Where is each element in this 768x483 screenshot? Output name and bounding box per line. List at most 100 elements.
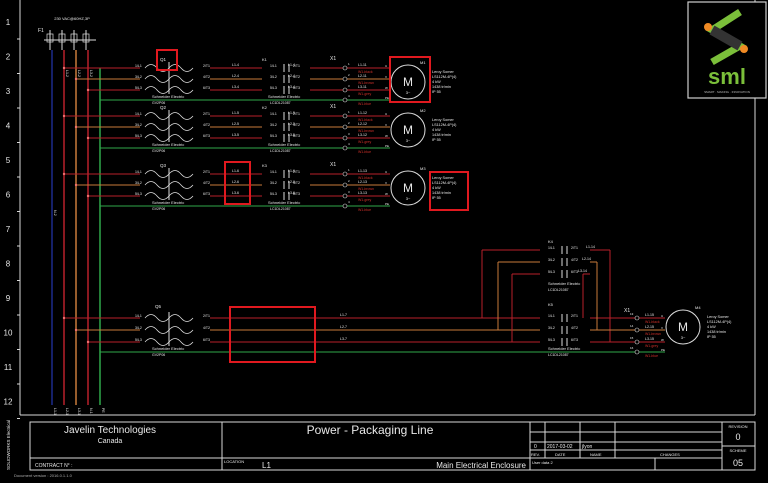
supply-fuse-label: F1: [38, 28, 44, 34]
motor-terminal: W: [385, 192, 388, 196]
motor-phase: 3~: [406, 90, 411, 95]
junction-dot: [74, 328, 78, 332]
motor-phase: 3~: [406, 138, 411, 143]
breaker-pole-icon: [144, 170, 194, 178]
motor-terminal: U: [385, 112, 387, 116]
wire-label: L1-12: [358, 111, 367, 115]
terminal-label: 1/L1: [135, 314, 142, 318]
contactor-make: Schneider Electric: [548, 281, 580, 286]
breaker-pole-icon: [144, 75, 194, 83]
fuse-icon: [46, 33, 54, 43]
terminal-icon: [634, 327, 640, 333]
terminal-label: 6/T3: [293, 192, 300, 196]
fuse-icon: [70, 33, 78, 43]
motor-symbol: M: [678, 320, 688, 334]
contactor-ref: LC1DL21087: [548, 353, 569, 357]
wire-label: L3-11: [358, 85, 367, 89]
revision-date: 2017-03-02: [547, 444, 573, 450]
revision-name: jlyon: [581, 444, 593, 450]
breaker-make: Schneider Electric: [152, 142, 184, 147]
header-date: DATE: [555, 452, 566, 457]
terminal-label: 3/L2: [135, 326, 142, 330]
terminal-label: 5/L3: [270, 86, 277, 90]
terminal-label: 6/T3: [293, 134, 300, 138]
wire-label: L3-6: [232, 191, 239, 195]
cable-label: W1-brown: [358, 81, 374, 85]
wire-label: L2-12: [358, 122, 367, 126]
terminal-number: 1: [348, 110, 350, 114]
motor-terminal: W: [385, 86, 388, 90]
bus-label: L2-1: [65, 408, 69, 415]
motor-spec: LS112M-4P(4): [432, 181, 457, 185]
breaker-pole-icon: [144, 326, 194, 334]
wire-label: L1-6: [232, 169, 239, 173]
terminal-label: 2/T1: [203, 64, 210, 68]
terminal-label: 4/T2: [293, 123, 300, 127]
terminal-label: 4/T2: [203, 75, 210, 79]
wiring: [17, 0, 756, 419]
row-number: 4: [6, 122, 11, 131]
motor-terminal: V: [661, 326, 663, 330]
wire-label: L2-13: [358, 180, 367, 184]
terminal-label: 3/L2: [270, 123, 277, 127]
contactor-ref: LC1DL21087: [270, 149, 291, 153]
terminal-icon: [342, 76, 348, 82]
breaker-tag: Q1: [160, 57, 167, 62]
bus-label: PE: [101, 408, 105, 413]
cable-label: W1-black: [645, 320, 660, 324]
bus-label: L3-1: [77, 408, 81, 415]
motor-terminal: PE: [385, 202, 389, 206]
components: [46, 33, 701, 355]
fuse-icon: [58, 33, 66, 43]
doc-version: Document version : 2016.0.1.1.0: [14, 473, 73, 478]
wire-label: L2-7: [340, 325, 347, 329]
motor-spec: 1438 tr/min: [432, 133, 451, 137]
cable-label: W1-grey: [645, 344, 658, 348]
row-number: 7: [6, 225, 11, 234]
motor-terminal: PE: [661, 348, 665, 352]
terminal-label: 6/T3: [203, 338, 210, 342]
terminal-label: 4/T2: [203, 123, 210, 127]
junction-dot: [86, 194, 90, 198]
motor-terminal: W: [661, 338, 664, 342]
terminal-label: 3/L2: [548, 326, 555, 330]
terminal-number: 2: [348, 73, 350, 77]
breaker-pole-icon: [144, 123, 194, 131]
terminal-label: 1/L1: [270, 64, 277, 68]
highlight-box: [156, 49, 178, 71]
location-value: L1: [262, 461, 271, 470]
row-number: 5: [6, 156, 11, 165]
breaker-ref: GV2P06: [152, 149, 165, 153]
terminal-strip-tag: X1: [624, 308, 630, 314]
terminal-label: 3/L2: [135, 181, 142, 185]
terminal-label: 2/T1: [571, 246, 578, 250]
wire-label: L2-15: [645, 325, 654, 329]
wire-label: L2-4: [232, 74, 239, 78]
terminal-label: 5/L3: [135, 338, 142, 342]
terminal-icon: [342, 145, 348, 151]
terminal-icon: [342, 113, 348, 119]
row-number: 3: [6, 87, 11, 96]
terminal-icon: [342, 65, 348, 71]
breaker-pole-icon: [144, 192, 194, 200]
bus-label: L1-1: [53, 408, 57, 415]
wire-label: L2-14: [582, 257, 591, 261]
highlight-box: [229, 306, 316, 363]
terminal-label: 5/L3: [135, 86, 142, 90]
cable-label: W1-black: [358, 176, 373, 180]
revision-number: 0: [534, 444, 537, 450]
motor-spec: 4 kW: [432, 80, 441, 84]
terminal-label: 6/T3: [203, 86, 210, 90]
motor-phase: 3~: [681, 335, 686, 340]
terminal-icon: [342, 124, 348, 130]
wire-label: L1-6: [288, 169, 295, 173]
terminal-label: 1/L1: [548, 246, 555, 250]
terminal-number: 3: [348, 190, 350, 194]
terminal-label: 5/L3: [270, 192, 277, 196]
motor-spec: LS112M-4P(4): [707, 320, 732, 324]
motor-spec: 4 kW: [707, 325, 716, 329]
wire-label: L1-7: [340, 313, 347, 317]
terminal-label: 3/L2: [270, 75, 277, 79]
motor-terminal: W: [385, 134, 388, 138]
